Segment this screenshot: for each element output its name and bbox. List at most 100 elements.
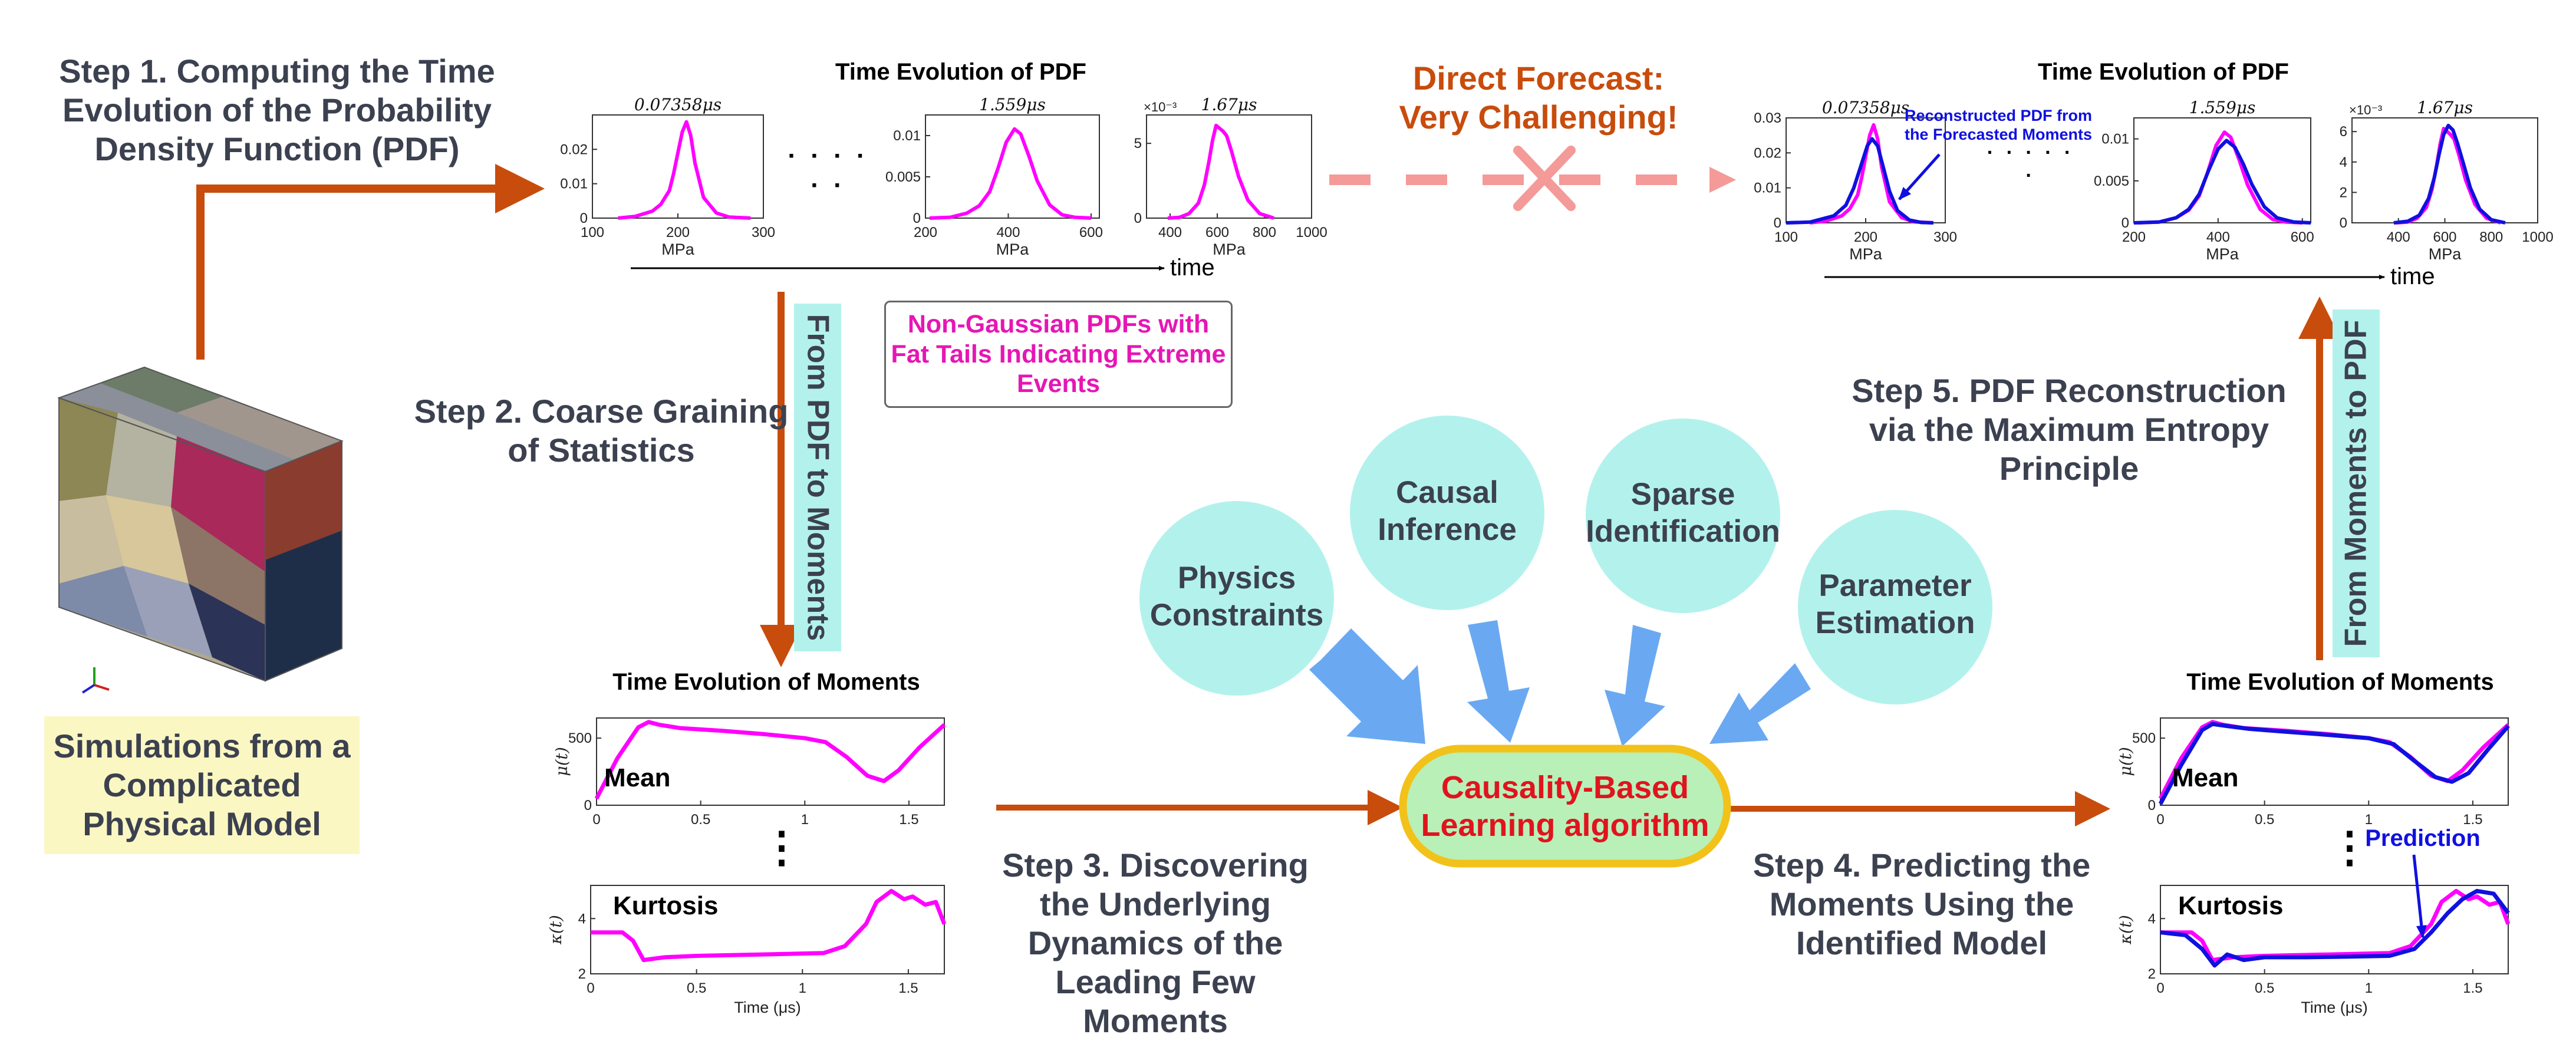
x-tick-label: 0 xyxy=(592,812,600,828)
axis-triad-icon xyxy=(81,667,110,694)
y-tick-label: 0.005 xyxy=(885,169,921,185)
series-line-0 xyxy=(591,888,947,963)
circle-physics-constraints xyxy=(1139,501,1334,696)
x-tick-label: 0 xyxy=(2156,980,2164,996)
y-tick-label: 0 xyxy=(1774,215,1781,231)
circle-sparse-identification xyxy=(1586,419,1780,613)
x-tick-label: 400 xyxy=(2387,229,2410,245)
from-moments-to-pdf-label: From Moments to PDF xyxy=(2338,320,2373,647)
x-axis-label: MPa xyxy=(661,241,695,258)
x-axis-label: MPa xyxy=(2206,245,2239,263)
x-tick-label: 800 xyxy=(2479,229,2503,245)
y-tick-label: 0 xyxy=(580,210,588,226)
physics-constraints-label: Physics Constraints xyxy=(1149,561,1324,633)
y-tick-label: 0 xyxy=(2148,798,2156,813)
series-line-0 xyxy=(594,720,946,800)
kurtosis-label-left: Kurtosis xyxy=(613,891,719,920)
from-pdf-to-moments-box: From PDF to Moments xyxy=(794,304,841,651)
y-tick-label: 500 xyxy=(568,730,592,746)
y-tick-label: 0.005 xyxy=(2094,173,2129,189)
y-axis-label: μ(t) xyxy=(2117,747,2135,776)
step3-label: Step 3. Discovering the Underlying Dynam… xyxy=(1002,847,1309,1040)
y-tick-label: 0.01 xyxy=(893,128,921,144)
x-tick-label: 400 xyxy=(1158,225,1182,241)
block-arrow-sparse xyxy=(1605,625,1665,746)
x-tick-label: 400 xyxy=(996,225,1020,241)
chart-title: 1.559μs xyxy=(979,95,1046,114)
x-axis-label: MPa xyxy=(2429,245,2462,263)
moments-title-left: Time Evolution of Moments xyxy=(612,669,920,695)
series-line-0 xyxy=(1167,123,1274,220)
y-tick-label: 2 xyxy=(578,966,586,982)
y-tick-label: 4 xyxy=(578,911,586,927)
y-axis-label: μ(t) xyxy=(553,747,571,776)
plot-frame xyxy=(590,885,945,974)
x-tick-label: 1 xyxy=(801,812,809,828)
y-tick-label: 500 xyxy=(2132,730,2156,746)
y-axis-label: κ(t) xyxy=(2117,915,2135,945)
chart-title: 0.07358μs xyxy=(1822,98,1909,117)
series-line-1 xyxy=(2133,139,2311,225)
x-tick-label: 400 xyxy=(2206,229,2230,245)
x-tick-label: 1.5 xyxy=(898,980,918,996)
chart-title: 1.559μs xyxy=(2189,98,2256,117)
causal-inference-label: Causal Inference xyxy=(1378,475,1517,547)
y-axis-label: κ(t) xyxy=(547,915,565,945)
time-label-right: time xyxy=(2390,264,2435,289)
direct-forecast-arrowhead xyxy=(1709,167,1736,193)
circle-parameter-estimation xyxy=(1798,510,1992,704)
x-tick-label: 600 xyxy=(2291,229,2314,245)
step1-label: Step 1. Computing the Time Evolution of … xyxy=(59,52,495,168)
block-arrow-causal xyxy=(1467,620,1530,743)
sparse-identification-label: Sparse Identification xyxy=(1586,477,1780,549)
plot-frame xyxy=(592,114,764,219)
mean-label-left: Mean xyxy=(604,763,671,792)
polycrystal-model-image xyxy=(57,366,344,682)
plot-frame xyxy=(596,717,945,806)
series-line-1 xyxy=(2393,123,2506,225)
x-tick-label: 0.5 xyxy=(2255,812,2274,828)
y-tick-label: 0 xyxy=(584,798,592,813)
y-tick-label: 2 xyxy=(2148,966,2156,982)
x-axis-label: MPa xyxy=(996,241,1030,258)
block-arrow-physics xyxy=(1309,628,1425,744)
from-pdf-to-moments-label: From PDF to Moments xyxy=(801,314,835,641)
x-tick-label: 1.5 xyxy=(899,812,918,828)
x-tick-label: 300 xyxy=(1933,229,1957,245)
simulation-label: Simulations from a Complicated Physical … xyxy=(44,716,360,855)
y-exponent-label: ×10⁻³ xyxy=(2349,103,2382,117)
y-tick-label: 0.01 xyxy=(560,176,588,192)
prediction-label: Prediction xyxy=(2365,825,2481,851)
pdf-title-left: Time Evolution of PDF xyxy=(835,59,1086,85)
circle-causal-inference xyxy=(1350,416,1544,610)
cross-icon xyxy=(1513,146,1576,211)
y-tick-label: 4 xyxy=(2340,154,2347,170)
y-tick-label: 0.01 xyxy=(1754,180,1781,196)
x-axis-label: MPa xyxy=(1849,245,1883,263)
x-tick-label: 1 xyxy=(2365,980,2373,996)
x-tick-label: 1.5 xyxy=(2463,812,2482,828)
x-tick-label: 100 xyxy=(1774,229,1798,245)
x-tick-label: 200 xyxy=(666,225,690,241)
x-tick-label: 0 xyxy=(2156,812,2164,828)
algorithm-pill xyxy=(1399,745,1731,868)
y-tick-label: 0 xyxy=(2122,215,2129,231)
pdf-dots-left: · · · · · · xyxy=(788,141,869,200)
y-tick-label: 0.02 xyxy=(560,141,588,157)
x-tick-label: 0.5 xyxy=(691,812,710,828)
x-tick-label: 0 xyxy=(587,980,594,996)
y-tick-label: 0.02 xyxy=(1754,145,1781,161)
y-tick-label: 0 xyxy=(1134,210,1142,226)
x-tick-label: 1 xyxy=(2365,812,2373,828)
step5-label: Step 5. PDF Reconstruction via the Maxim… xyxy=(1852,372,2287,488)
direct-forecast-label: Direct Forecast: Very Challenging! xyxy=(1399,60,1678,136)
step2-label: Step 2. Coarse Graining of Statistics xyxy=(414,393,789,469)
